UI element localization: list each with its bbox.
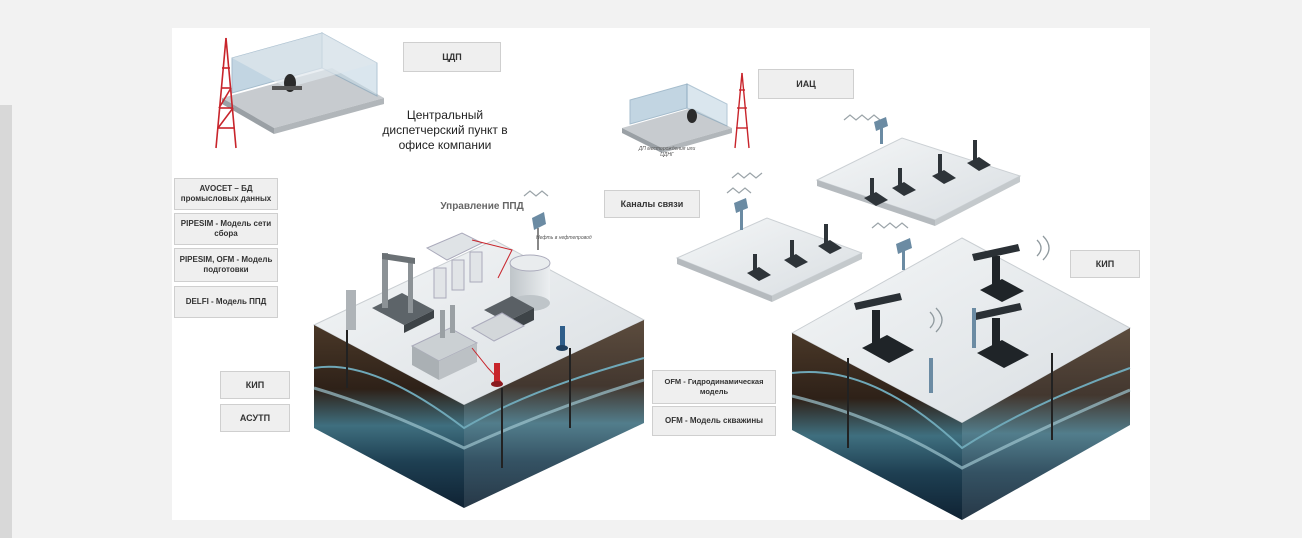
middle-well-pad	[675, 217, 864, 302]
kip-right-label: КИП	[1070, 250, 1140, 278]
cdp-label: ЦДП	[403, 42, 501, 72]
kip-left-label: КИП	[220, 371, 290, 399]
ofm-hydro-label: OFM - Гидродинамическая модель	[652, 370, 776, 404]
dp-field-caption: ДП месторождения или ЦДНГ	[638, 146, 696, 158]
ppd-control-caption: Управление ППД	[440, 201, 524, 212]
central-point-caption: Центральный диспетчерский пункт в офисе …	[382, 108, 508, 152]
ppd-field-block	[312, 212, 646, 508]
antenna-small	[734, 117, 912, 270]
central-office-building	[222, 32, 384, 134]
iac-label: ИАЦ	[758, 69, 854, 99]
right-field-block	[790, 235, 1132, 520]
radio-tower-middle	[734, 72, 750, 149]
upper-well-pad	[815, 137, 1022, 226]
infographic-illustration	[215, 32, 1132, 520]
oil-pipeline-caption: Нефть в нефтепровод	[536, 235, 592, 241]
avocet-label: AVOCET – БД промысловых данных	[174, 178, 278, 210]
pipesim-ofm-label: PIPESIM, OFM - Модель подготовки	[174, 248, 278, 282]
channels-label: Каналы связи	[604, 190, 700, 218]
pipesim-network-label: PIPESIM - Модель сети сбора	[174, 213, 278, 245]
delfi-label: DELFI - Модель ППД	[174, 286, 278, 318]
signal-waves	[523, 114, 909, 229]
radio-tower-left	[215, 37, 237, 149]
field-dispatch-building	[622, 83, 732, 153]
infographic-canvas: ЦДП ИАЦ Центральный диспетчерский пункт …	[172, 28, 1150, 520]
ofm-wells-label: OFM - Модель скважины	[652, 406, 776, 436]
asutp-label: АСУТП	[220, 404, 290, 432]
window-left-edge	[0, 105, 12, 538]
